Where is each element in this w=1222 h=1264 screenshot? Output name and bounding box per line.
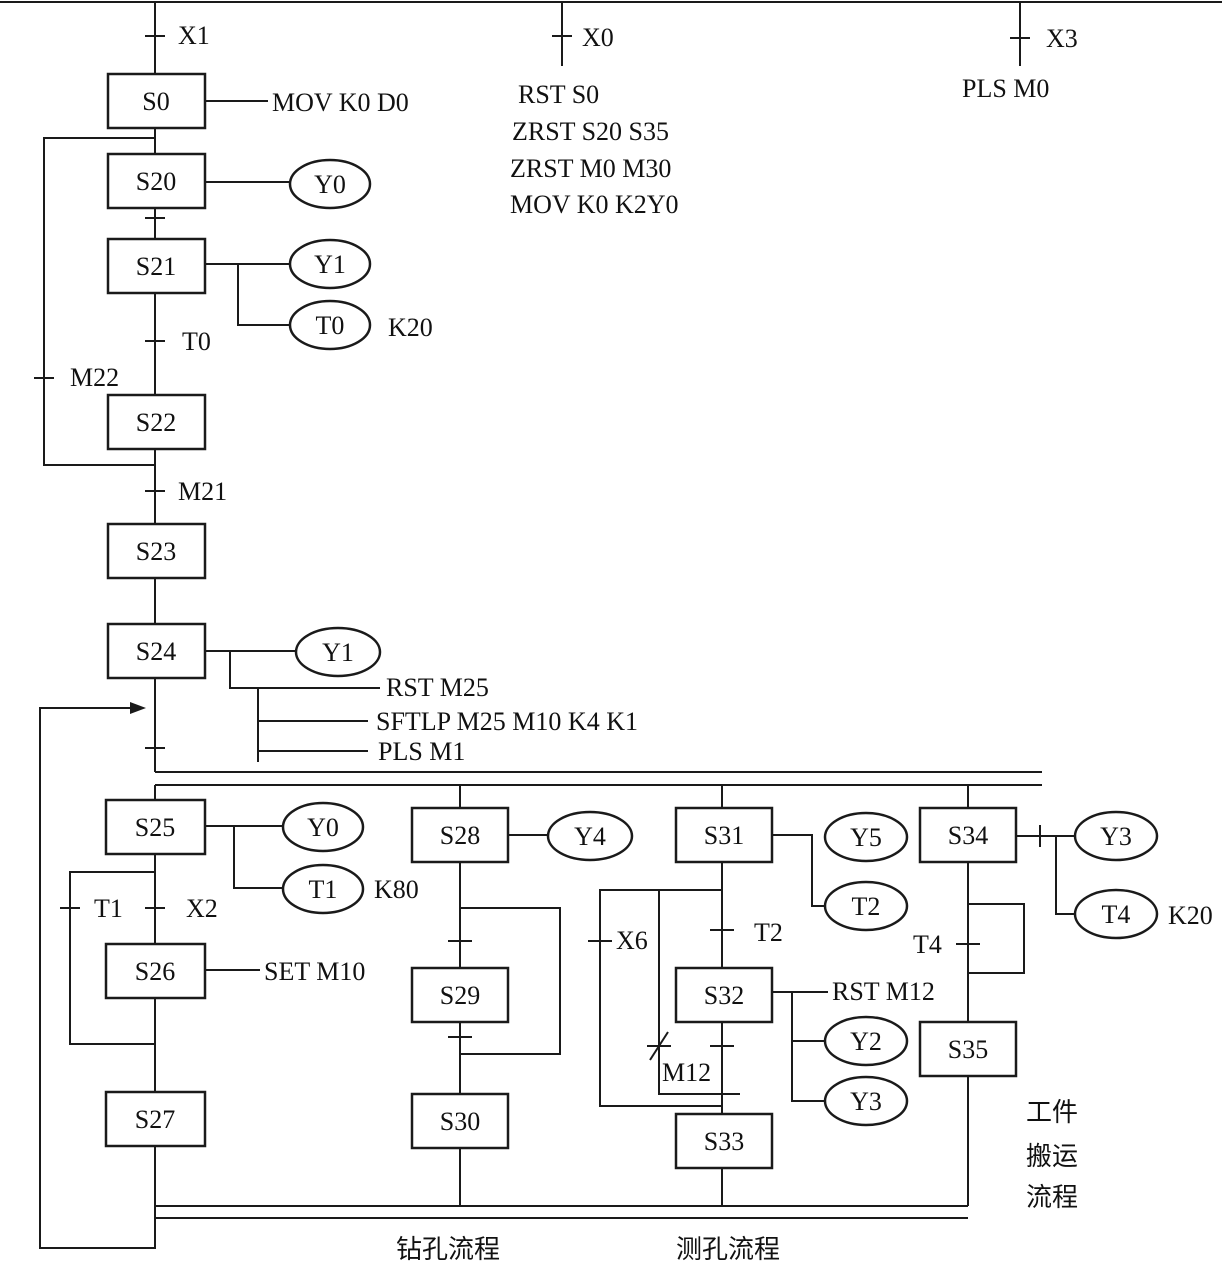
coil-y0-s20: Y0: [288, 158, 372, 210]
step-s22-label: S22: [136, 408, 176, 437]
coil-y1-s21-label: Y1: [314, 250, 346, 279]
return-arrow-head: [130, 702, 146, 714]
coil-y3-s34: Y3: [1073, 810, 1159, 862]
instr-rst-m12: RST M12: [832, 977, 935, 1006]
step-s34: S34: [918, 806, 1018, 864]
label-measuring-flow: 测孔流程: [676, 1235, 780, 1264]
instr-zrst-s20-s35: ZRST S20 S35: [512, 117, 669, 146]
step-s30-label: S30: [440, 1107, 480, 1136]
trans-m21: M21: [178, 477, 227, 506]
coil-y1-s24-label: Y1: [322, 638, 354, 667]
trans-x0: X0: [582, 23, 614, 52]
step-s20: S20: [106, 152, 207, 210]
coil-y0-s25: Y0: [281, 801, 365, 853]
step-s31: S31: [674, 806, 774, 864]
coil-y2-label: Y2: [850, 1027, 882, 1056]
step-s0-label: S0: [142, 87, 169, 116]
trans-x2: X2: [186, 894, 218, 923]
coil-t0-label: T0: [316, 311, 345, 340]
step-s22: S22: [106, 393, 207, 451]
coil-y4: Y4: [546, 810, 634, 862]
trans-t0: T0: [182, 327, 211, 356]
coil-y3-s32-label: Y3: [850, 1087, 882, 1116]
instr-sftlp: SFTLP M25 M10 K4 K1: [376, 707, 638, 736]
trans-x6: X6: [616, 926, 648, 955]
coil-t4-label: T4: [1102, 900, 1131, 929]
trans-x1: X1: [178, 21, 210, 50]
reset-rung: [552, 2, 1030, 66]
coil-y5-label: Y5: [850, 823, 882, 852]
label-transport-line1: 工件: [1026, 1098, 1078, 1128]
trans-m22: M22: [70, 363, 119, 392]
coil-y4-label: Y4: [574, 822, 606, 851]
step-s0: S0: [106, 72, 207, 130]
step-s25: S25: [104, 798, 207, 856]
coil-t0: T0: [288, 299, 372, 351]
m12-normally-closed-slash: [649, 1031, 669, 1061]
step-s32: S32: [674, 966, 774, 1024]
step-s26-label: S26: [135, 957, 175, 986]
step-s30: S30: [410, 1092, 510, 1150]
step-s27: S27: [104, 1090, 207, 1148]
const-k20-t0: K20: [388, 313, 433, 342]
step-s21-label: S21: [136, 252, 176, 281]
instr-rst-m25: RST M25: [386, 673, 489, 702]
coil-t2-label: T2: [852, 892, 881, 921]
coil-t4: T4: [1073, 888, 1159, 940]
trans-x3: X3: [1046, 24, 1078, 53]
coil-y3-s34-label: Y3: [1100, 822, 1132, 851]
step-s23-label: S23: [136, 537, 176, 566]
trans-t2: T2: [754, 918, 783, 947]
step-s26: S26: [104, 942, 207, 1000]
coil-y1-s24: Y1: [294, 626, 382, 678]
step-s24: S24: [106, 622, 207, 680]
instr-pls-m0: PLS M0: [962, 74, 1049, 103]
step-s35: S35: [918, 1020, 1018, 1078]
coil-y0-s20-label: Y0: [314, 170, 346, 199]
instr-mov-k0-d0: MOV K0 D0: [272, 88, 409, 117]
label-transport-line3: 流程: [1026, 1183, 1078, 1213]
step-s28-label: S28: [440, 821, 480, 850]
instr-set-m10: SET M10: [264, 957, 365, 986]
coil-t1-label: T1: [309, 875, 338, 904]
step-s32-label: S32: [704, 981, 744, 1010]
step-s24-label: S24: [136, 637, 176, 666]
step-s33: S33: [674, 1112, 774, 1170]
instr-zrst-m0-m30: ZRST M0 M30: [510, 154, 671, 183]
instr-pls-m1: PLS M1: [378, 737, 465, 766]
step-s34-label: S34: [948, 821, 988, 850]
coil-y2: Y2: [823, 1015, 909, 1067]
instr-rst-s0: RST S0: [518, 80, 599, 109]
trans-t1: T1: [94, 894, 123, 923]
label-transport-line2: 搬运: [1026, 1142, 1078, 1172]
step-s21: S21: [106, 237, 207, 295]
instr-mov-k0-k2y0: MOV K0 K2Y0: [510, 190, 679, 219]
step-s29-label: S29: [440, 981, 480, 1010]
trans-m12: M12: [662, 1058, 711, 1087]
step-s29: S29: [410, 966, 510, 1024]
trans-t4: T4: [913, 930, 942, 959]
coil-y5: Y5: [823, 811, 909, 863]
step-s33-label: S33: [704, 1127, 744, 1156]
coil-y3-s32: Y3: [823, 1075, 909, 1127]
label-drilling-flow: 钻孔流程: [396, 1235, 500, 1264]
coil-y1-s21: Y1: [288, 238, 372, 290]
step-s31-label: S31: [704, 821, 744, 850]
step-s35-label: S35: [948, 1035, 988, 1064]
const-k20-t4: K20: [1168, 901, 1213, 930]
coil-t1: T1: [281, 863, 365, 915]
const-k80-t1: K80: [374, 875, 419, 904]
step-s25-label: S25: [135, 813, 175, 842]
main-flow-links: [39, 2, 156, 1249]
coil-y0-s25-label: Y0: [307, 813, 339, 842]
step-s20-label: S20: [136, 167, 176, 196]
step-s28: S28: [410, 806, 510, 864]
step-s23: S23: [106, 522, 207, 580]
step-s27-label: S27: [135, 1105, 175, 1134]
coil-t2: T2: [823, 880, 909, 932]
